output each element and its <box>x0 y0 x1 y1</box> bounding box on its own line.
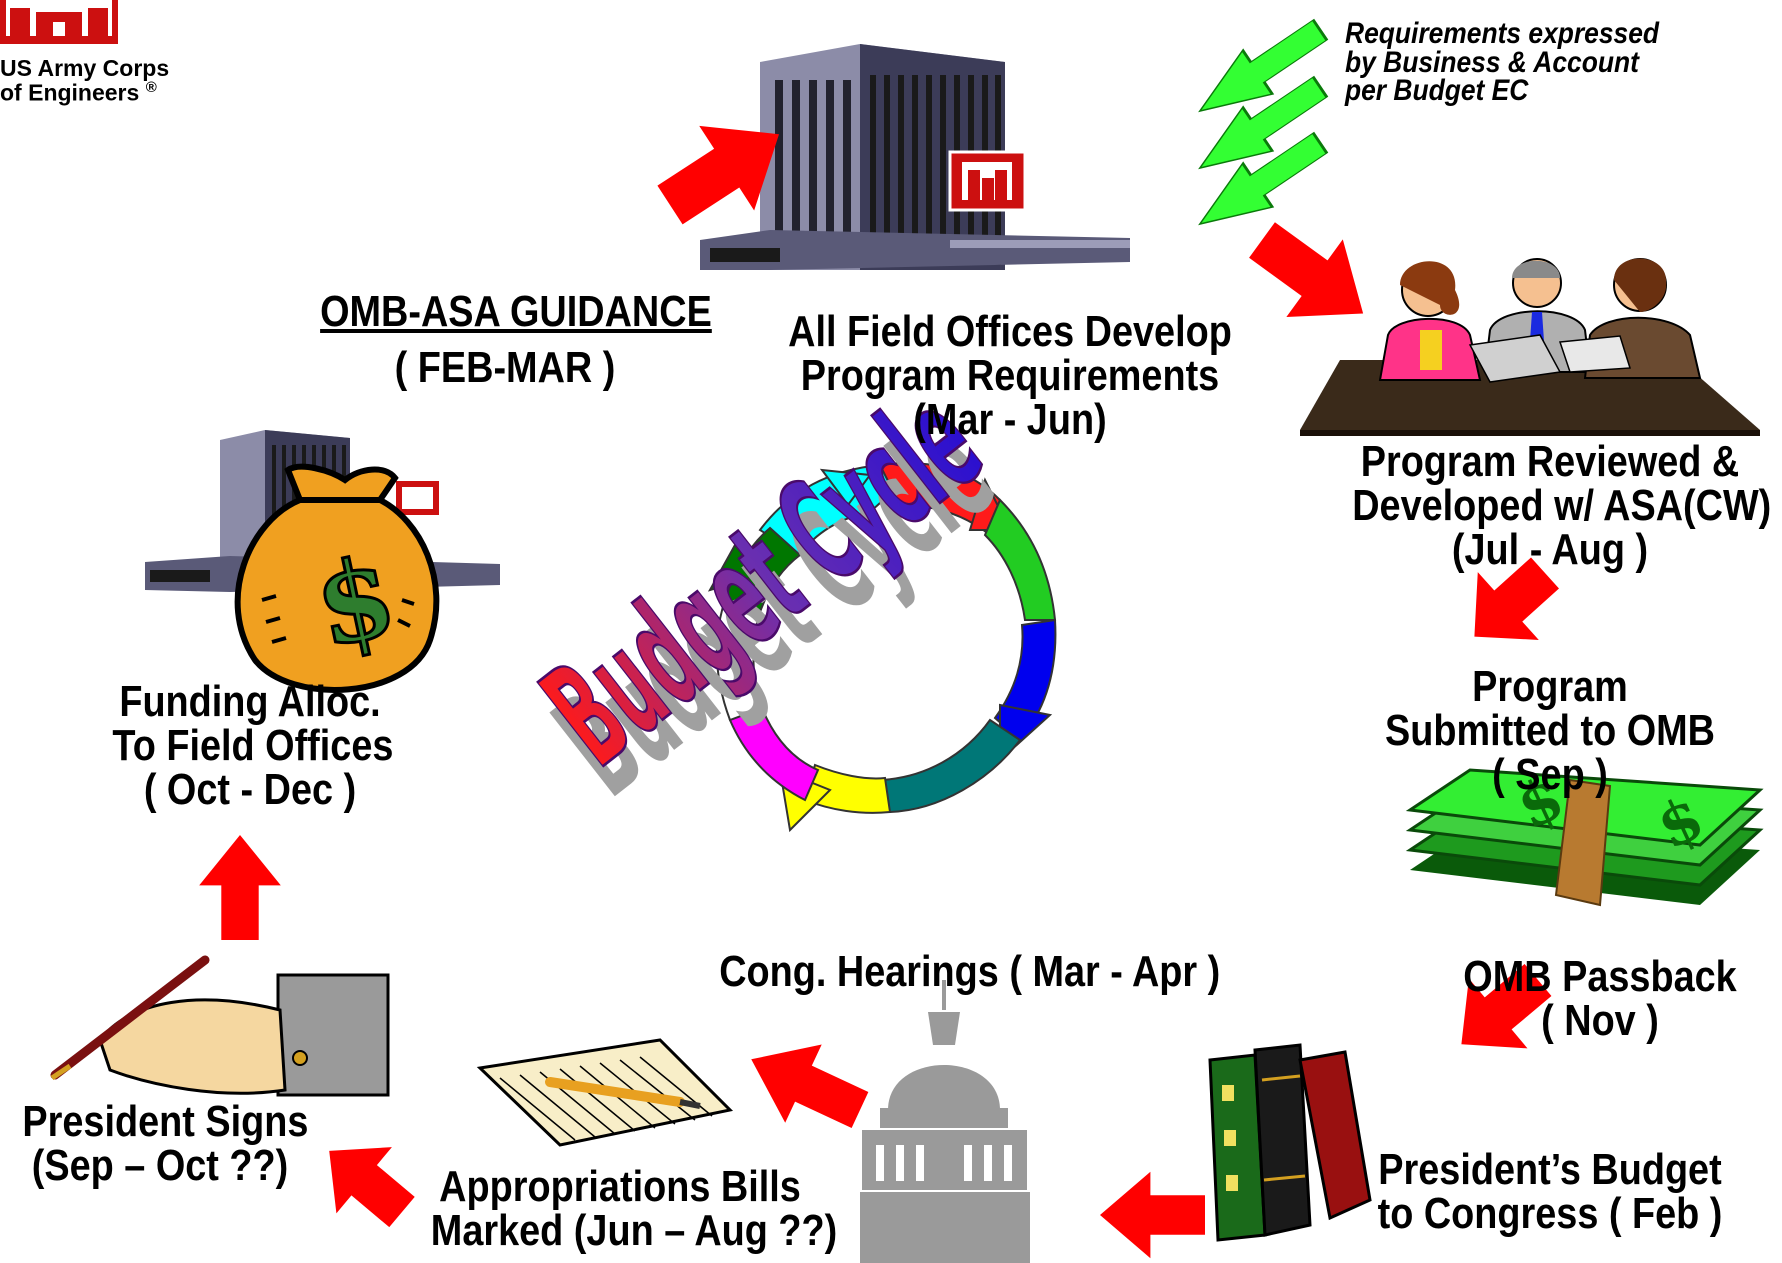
arrow-field-to-review <box>1233 201 1392 353</box>
stage-hearings: Cong. Hearings ( Mar - Apr ) <box>719 947 1221 996</box>
stage-presidents-budget: President’s Budget to Congress ( Feb ) <box>1369 1148 1730 1236</box>
stage-passback: OMB Passback ( Nov ) <box>1462 955 1737 1043</box>
building-icon <box>700 44 1130 270</box>
stage-line: Marked (Jun – Aug ??) <box>430 1206 838 1255</box>
stage-line: Funding Alloc. <box>119 677 381 726</box>
requirements-note: Requirements expressed by Business & Acc… <box>1345 17 1660 107</box>
guidance-dates: ( FEB-MAR ) <box>394 343 616 392</box>
arrow-hearings-to-bills <box>732 1020 879 1150</box>
stage-submitted: Program Submitted to OMB ( Sep ) <box>1361 665 1739 797</box>
notepad-icon <box>476 1038 734 1147</box>
guidance-title: OMB-ASA GUIDANCE <box>320 287 712 336</box>
logo-line-1: US Army Corps <box>0 55 170 81</box>
books-icon <box>1208 1043 1372 1242</box>
stage-line: (Sep – Oct ??) <box>31 1141 289 1190</box>
stage-line: ( Sep ) <box>1492 750 1608 799</box>
usace-logo-text: US Army Corps of Engineers ® <box>0 56 169 105</box>
stage-line: OMB Passback <box>1463 952 1737 1001</box>
stage-guidance: OMB-ASA GUIDANCE ( FEB-MAR ) <box>320 287 712 392</box>
stage-line: (Mar - Jun) <box>913 395 1107 444</box>
signing-hand-icon <box>50 955 390 1097</box>
requirement-arrows <box>1183 6 1337 248</box>
stage-line: Submitted to OMB <box>1384 706 1715 755</box>
meeting-icon <box>1300 258 1760 436</box>
stage-line: Program <box>1472 662 1628 711</box>
stage-funding: Funding Alloc. To Field Offices ( Oct - … <box>112 677 394 814</box>
castle-icon <box>0 0 118 44</box>
arrow-budget-to-hearings <box>1100 1171 1205 1259</box>
stage-line: Cong. Hearings ( Mar - Apr ) <box>719 947 1221 996</box>
stage-field-offices: All Field Offices Develop Program Requir… <box>778 310 1242 442</box>
note-line: by Business & Account <box>1345 45 1639 79</box>
stage-line: Appropriations Bills <box>439 1162 801 1211</box>
stage-line: (Jul - Aug ) <box>1451 525 1649 574</box>
stage-line: All Field Offices Develop <box>788 307 1232 356</box>
stage-line: To Field Offices <box>112 721 394 770</box>
cycle-arrow-ring <box>707 462 1057 833</box>
cycle-arrow-teal <box>878 718 1022 814</box>
money-stack-icon: $ $ <box>1405 763 1764 907</box>
registered-mark: ® <box>145 79 157 97</box>
note-line: per Budget EC <box>1345 74 1529 107</box>
stage-line: President Signs <box>22 1097 309 1146</box>
stage-line: to Congress ( Feb ) <box>1377 1189 1723 1238</box>
stage-line: Program Requirements <box>800 351 1220 400</box>
logo-line-2: of Engineers <box>0 79 140 106</box>
stage-line: ( Oct - Dec ) <box>143 765 357 814</box>
capitol-icon <box>860 980 1030 1263</box>
arrow-signs-to-funding <box>199 835 281 940</box>
money-bag-icon: $ <box>234 463 440 693</box>
stage-line: Developed w/ ASA(CW) <box>1352 481 1772 530</box>
stage-line: Program Reviewed & <box>1360 437 1740 486</box>
note-line: Requirements expressed <box>1345 17 1660 50</box>
stage-signs: President Signs (Sep – Oct ??) <box>22 1097 309 1190</box>
stage-line: President’s Budget <box>1378 1145 1722 1194</box>
stage-line: ( Nov ) <box>1541 996 1659 1045</box>
stage-appropriations: Appropriations Bills Marked (Jun – Aug ?… <box>430 1162 838 1255</box>
arrow-bills-to-signs <box>301 1117 430 1246</box>
stage-reviewed: Program Reviewed & Developed w/ ASA(CW) … <box>1352 437 1772 574</box>
